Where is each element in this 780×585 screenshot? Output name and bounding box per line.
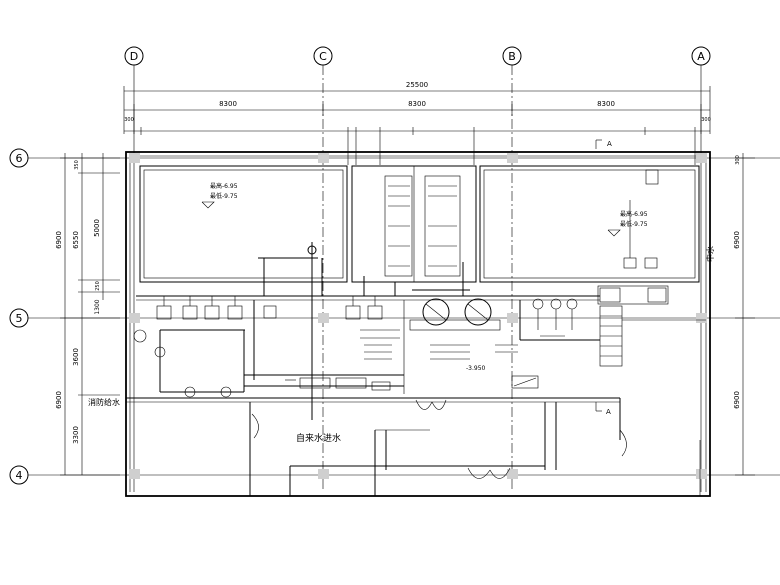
svg-text:300: 300 — [124, 117, 134, 123]
water-tank-right: 最高-6.95 最低-9.75 — [479, 165, 700, 283]
svg-text:5: 5 — [16, 312, 23, 325]
svg-text:3600: 3600 — [72, 348, 80, 366]
water-tank-left: 最高-6.95 最低-9.75 — [139, 165, 348, 283]
svg-text:8300: 8300 — [219, 100, 237, 108]
svg-text:300: 300 — [735, 155, 741, 165]
axis-bubble-d: D — [124, 46, 144, 66]
svg-text:8300: 8300 — [597, 100, 615, 108]
room-elevation: -3.950 — [466, 365, 486, 372]
svg-text:6900: 6900 — [55, 391, 63, 409]
svg-text:最低-9.75: 最低-9.75 — [620, 220, 648, 228]
svg-text:6900: 6900 — [733, 391, 741, 409]
svg-text:最低-9.75: 最低-9.75 — [210, 192, 238, 200]
svg-text:6: 6 — [16, 152, 23, 165]
svg-text:B: B — [508, 50, 516, 63]
svg-text:最高-6.95: 最高-6.95 — [210, 182, 238, 190]
svg-text:300: 300 — [701, 117, 711, 123]
svg-text:A: A — [697, 50, 705, 63]
pipe-network — [136, 242, 600, 420]
axis-bubble-b: B — [502, 46, 522, 66]
drawing-labels: 自来水进水 中水 消防给水 -3.950 — [88, 246, 715, 444]
right-dimensions: 6900 6900 300 — [733, 153, 755, 476]
svg-text:8300: 8300 — [408, 100, 426, 108]
svg-text:5000: 5000 — [93, 219, 101, 237]
axis-bubble-4: 4 — [9, 465, 29, 485]
svg-text:最高-6.95: 最高-6.95 — [620, 210, 648, 218]
reclaimed-water-label: 中水 — [705, 246, 715, 262]
valve-boxes — [285, 375, 539, 391]
lower-walls — [126, 397, 701, 496]
fire-inlet-label: 消防给水 — [88, 397, 120, 407]
axis-bubble-a: A — [691, 46, 711, 66]
svg-text:6900: 6900 — [55, 231, 63, 249]
svg-text:A: A — [607, 140, 612, 148]
svg-text:1300: 1300 — [94, 299, 101, 314]
filter-tanks — [409, 298, 501, 331]
building-outline — [125, 151, 711, 497]
left-dimensions: 6900 6550 5000 350 250 1300 3600 6900 33… — [55, 153, 120, 476]
top-dimensions: 25500 8300 8300 8300 300 300 — [123, 81, 711, 165]
svg-text:250: 250 — [95, 281, 101, 291]
tap-water-label: 自来水进水 — [296, 432, 341, 444]
axis-bubble-5: 5 — [9, 308, 29, 328]
svg-text:C: C — [319, 50, 327, 63]
axis-bubble-6: 6 — [9, 148, 29, 168]
svg-text:25500: 25500 — [406, 81, 428, 89]
svg-text:A: A — [606, 408, 611, 416]
equipment-annotations — [364, 335, 565, 360]
svg-text:350: 350 — [74, 160, 80, 170]
section-mark-bottom: A — [595, 402, 611, 416]
svg-text:3300: 3300 — [72, 426, 80, 444]
stair-right — [599, 305, 706, 367]
doors — [251, 399, 627, 479]
section-mark-top: A — [595, 139, 612, 149]
svg-text:4: 4 — [16, 469, 23, 482]
axis-bubble-c: C — [313, 46, 333, 66]
pump-group-left — [133, 296, 383, 398]
pump-group-right — [519, 285, 669, 341]
svg-text:6900: 6900 — [733, 231, 741, 249]
svg-text:6550: 6550 — [72, 231, 80, 249]
water-tank-middle — [351, 165, 477, 283]
svg-text:D: D — [130, 50, 138, 63]
